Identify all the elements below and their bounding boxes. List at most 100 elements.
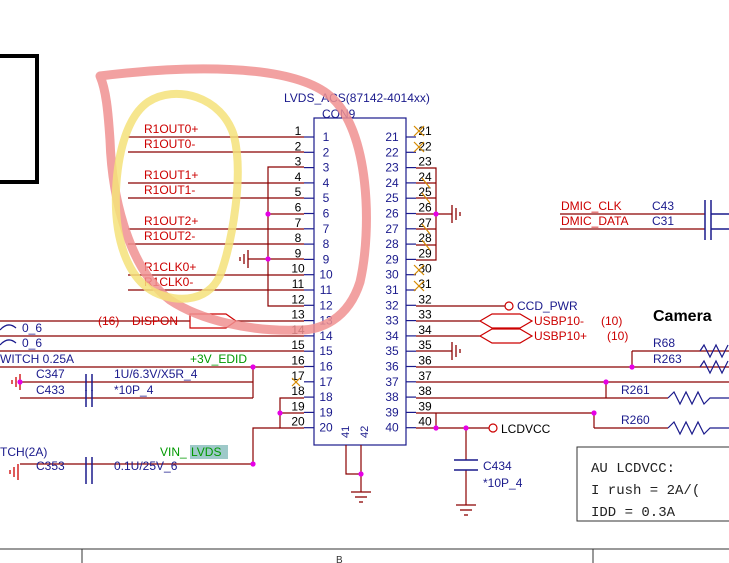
pin-number-right-inner: 24 bbox=[385, 176, 399, 190]
vin-lvds-suffix: LVDS bbox=[191, 445, 221, 459]
pin-number-left: 4 bbox=[295, 170, 302, 184]
border-letter: B bbox=[336, 555, 343, 563]
pin-number-right-inner: 31 bbox=[385, 283, 399, 297]
ground-symbol-bottom bbox=[351, 491, 371, 503]
resistor-r260 bbox=[667, 420, 729, 436]
pin-number-right: 23 bbox=[418, 155, 432, 169]
c353-value: 0.1U/25V_6 bbox=[114, 459, 178, 473]
pin-number-left-inner: 16 bbox=[319, 360, 333, 374]
net-label-r1out1n: R1OUT1- bbox=[144, 183, 195, 197]
r68-ref: R68 bbox=[653, 336, 675, 350]
pin-number-right: 29 bbox=[418, 246, 432, 260]
pin-number-right: 34 bbox=[418, 323, 432, 337]
ccd-pwr-terminal bbox=[504, 301, 514, 311]
pin-number-left: 9 bbox=[295, 246, 302, 260]
pin-number-right-inner: 37 bbox=[385, 375, 399, 389]
pin-number-left: 15 bbox=[291, 338, 305, 352]
pin-number-left: 5 bbox=[295, 185, 302, 199]
note-line-3: IDD = 0.3A bbox=[591, 505, 676, 521]
usbp10n-port bbox=[478, 313, 534, 329]
pin-number-left-inner: 14 bbox=[319, 329, 333, 343]
pin-number-right-inner: 34 bbox=[385, 329, 399, 343]
switch-2a-label: TCH(2A) bbox=[0, 445, 47, 459]
pin-number-left: 6 bbox=[295, 201, 302, 215]
pin-number-right-inner: 39 bbox=[385, 405, 399, 419]
no-connect-right bbox=[413, 125, 431, 292]
usbp10p-ref: (10) bbox=[607, 329, 628, 343]
net-label-r1out2p: R1OUT2+ bbox=[144, 214, 198, 228]
pin-number-left-inner: 10 bbox=[319, 268, 333, 282]
pin-number-42: 42 bbox=[359, 426, 371, 438]
c434-ref: C434 bbox=[483, 459, 512, 473]
c347-ref: C347 bbox=[36, 367, 65, 381]
pin-number-right: 21 bbox=[418, 124, 432, 138]
net-label-r1out0n: R1OUT0- bbox=[144, 137, 195, 151]
pin-number-left: 11 bbox=[292, 277, 305, 291]
pin-number-left-inner: 3 bbox=[323, 161, 330, 175]
c434-value: *10P_4 bbox=[483, 476, 523, 490]
edid-label: +3V_EDID bbox=[190, 352, 247, 366]
right-junctions bbox=[433, 211, 635, 431]
pin-number-right-inner: 21 bbox=[385, 130, 399, 144]
pin-number-right-inner: 30 bbox=[385, 268, 399, 282]
pin-number-left-inner: 2 bbox=[323, 145, 330, 159]
pin-number-right-inner: 22 bbox=[385, 145, 399, 159]
net-label-r1out2n: R1OUT2- bbox=[144, 229, 195, 243]
pin-number-left-inner: 11 bbox=[320, 283, 333, 297]
pin-number-right-inner: 25 bbox=[385, 191, 399, 205]
lcdvcc-label: LCDVCC bbox=[501, 422, 551, 436]
pin-number-left-inner: 8 bbox=[323, 237, 330, 251]
pin-number-left: 18 bbox=[291, 384, 305, 398]
pin-number-left: 20 bbox=[291, 415, 305, 429]
pin-number-41: 41 bbox=[340, 426, 352, 438]
pin-number-right-inner: 35 bbox=[385, 344, 399, 358]
pin-number-right: 32 bbox=[418, 292, 432, 306]
usbp10p-label: USBP10+ bbox=[534, 329, 587, 343]
highlight-circle-yellow bbox=[111, 89, 242, 303]
pin-number-right-inner: 40 bbox=[385, 421, 399, 435]
resistor-r261 bbox=[667, 390, 729, 406]
pin-number-left: 1 bbox=[295, 124, 302, 138]
pin-number-right-inner: 38 bbox=[385, 390, 399, 404]
dispon-ref: (16) bbox=[98, 314, 119, 328]
net-value-14: 0_6 bbox=[22, 336, 42, 350]
junction-dot bbox=[358, 471, 364, 477]
no-connect-pin-17 bbox=[291, 377, 301, 387]
usbp10p-port bbox=[478, 328, 534, 344]
pin-number-right: 26 bbox=[418, 201, 432, 215]
pin-number-left-inner: 1 bbox=[323, 130, 330, 144]
pin-number-right: 33 bbox=[418, 308, 432, 322]
off-page-arc-13 bbox=[0, 324, 17, 331]
pin-number-right-inner: 36 bbox=[385, 360, 399, 374]
pin-number-left: 19 bbox=[291, 399, 305, 413]
lcdvcc-terminal bbox=[488, 423, 498, 433]
left-signal-wires bbox=[0, 136, 304, 465]
pin-number-left: 12 bbox=[291, 292, 305, 306]
pin-number-right-inner: 33 bbox=[385, 314, 399, 328]
note-line-1: AU LCDVCC: bbox=[591, 461, 675, 477]
pin-number-left-inner: 5 bbox=[323, 191, 330, 205]
vin-lvds-highlight bbox=[190, 445, 228, 459]
pin-number-left: 10 bbox=[291, 262, 305, 276]
pin-number-right: 39 bbox=[418, 399, 432, 413]
resistor-r68 bbox=[699, 343, 729, 359]
pin-number-right: 37 bbox=[418, 369, 432, 383]
pin-number-left-inner: 7 bbox=[323, 222, 330, 236]
pin-number-left-inner: 15 bbox=[319, 344, 333, 358]
ground-symbol-c353 bbox=[9, 464, 19, 480]
c353-ref: C353 bbox=[36, 459, 65, 473]
ccd-pwr-label: CCD_PWR bbox=[517, 299, 578, 313]
pin-number-left-inner: 18 bbox=[319, 390, 333, 404]
camera-label: Camera bbox=[653, 308, 712, 325]
pin-number-left: 8 bbox=[295, 231, 302, 245]
pin-number-left-inner: 20 bbox=[319, 421, 333, 435]
pin-number-left-inner: 17 bbox=[319, 375, 333, 389]
note-box bbox=[576, 446, 729, 522]
pin-number-left-inner: 4 bbox=[323, 176, 330, 190]
r263-ref: R263 bbox=[653, 352, 682, 366]
dmic-clk-label: DMIC_CLK bbox=[561, 199, 622, 213]
connector-title: LVDS_ACS(87142-4014xx) bbox=[284, 91, 430, 105]
ground-symbol-pin26 bbox=[451, 205, 461, 223]
